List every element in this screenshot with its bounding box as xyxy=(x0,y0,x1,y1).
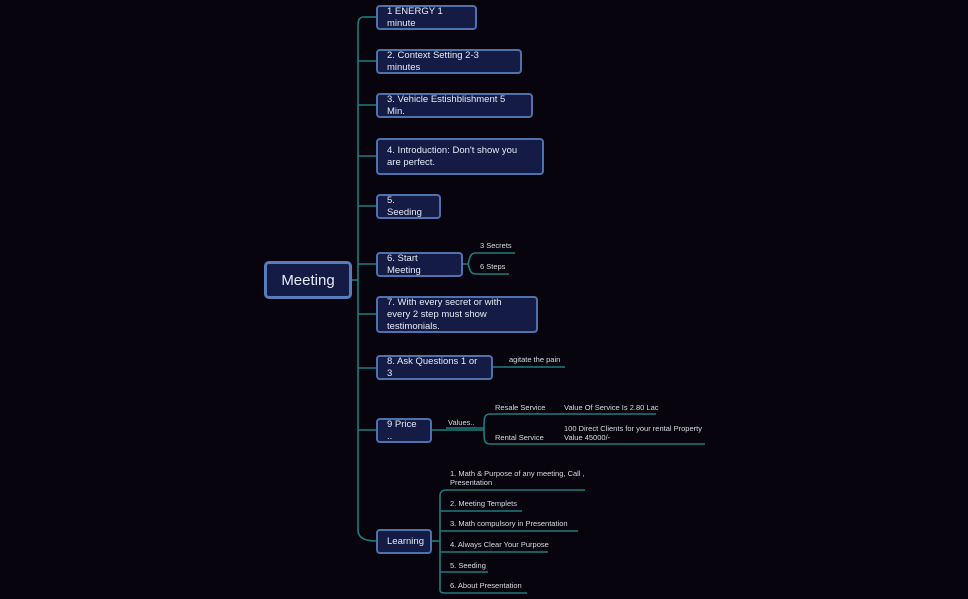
branch-price[interactable]: 9 Price .. xyxy=(376,418,432,443)
leaf-learning-3[interactable]: 3. Math compulsory in Presentation xyxy=(450,519,568,528)
learning-trunk xyxy=(439,489,585,594)
start-meeting-connector xyxy=(463,252,515,275)
root-node-meeting[interactable]: Meeting xyxy=(264,261,352,299)
price-split xyxy=(483,413,558,445)
branch-testimonials[interactable]: 7. With every secret or with every 2 ste… xyxy=(376,296,538,333)
leaf-learning-6[interactable]: 6. About Presentation xyxy=(450,581,522,590)
leaf-learning-1[interactable]: 1. Math & Purpose of any meeting, Call ,… xyxy=(450,469,585,487)
branch-start-meeting[interactable]: 6. Start Meeting xyxy=(376,252,463,277)
leaf-learning-5[interactable]: 5. Seeding xyxy=(450,561,486,570)
leaf-6-steps[interactable]: 6 Steps xyxy=(480,262,506,271)
branch-ask-questions[interactable]: 8. Ask Questions 1 or 3 xyxy=(376,355,493,380)
leaf-resale-value[interactable]: Value Of Service Is 2.80 Lac xyxy=(564,403,659,412)
branch-energy[interactable]: 1 ENERGY 1 minute xyxy=(376,5,477,30)
branch-learning[interactable]: Learning xyxy=(376,529,432,554)
branch-context-setting[interactable]: 2. Context Setting 2-3 minutes xyxy=(376,49,522,74)
leaf-agitate-the-pain[interactable]: agitate the pain xyxy=(509,355,561,364)
leaf-rental-service[interactable]: Rental Service xyxy=(495,433,544,442)
branch-introduction[interactable]: 4. Introduction: Don't show you are perf… xyxy=(376,138,544,175)
leaf-3-secrets[interactable]: 3 Secrets xyxy=(480,241,512,250)
leaf-price-values[interactable]: Values.. xyxy=(448,418,475,427)
leaf-resale-service[interactable]: Resale Service xyxy=(495,403,546,412)
leaf-learning-2[interactable]: 2. Meeting Templets xyxy=(450,499,517,508)
branch-seeding[interactable]: 5. Seeding xyxy=(376,194,441,219)
trunk-line xyxy=(357,16,377,542)
branch-vehicle-establishment[interactable]: 3. Vehicle Estishblishment 5 Min. xyxy=(376,93,533,118)
leaf-learning-4[interactable]: 4. Always Clear Your Purpose xyxy=(450,540,549,549)
leaf-rental-value[interactable]: 100 Direct Clients for your rental Prope… xyxy=(564,424,702,442)
